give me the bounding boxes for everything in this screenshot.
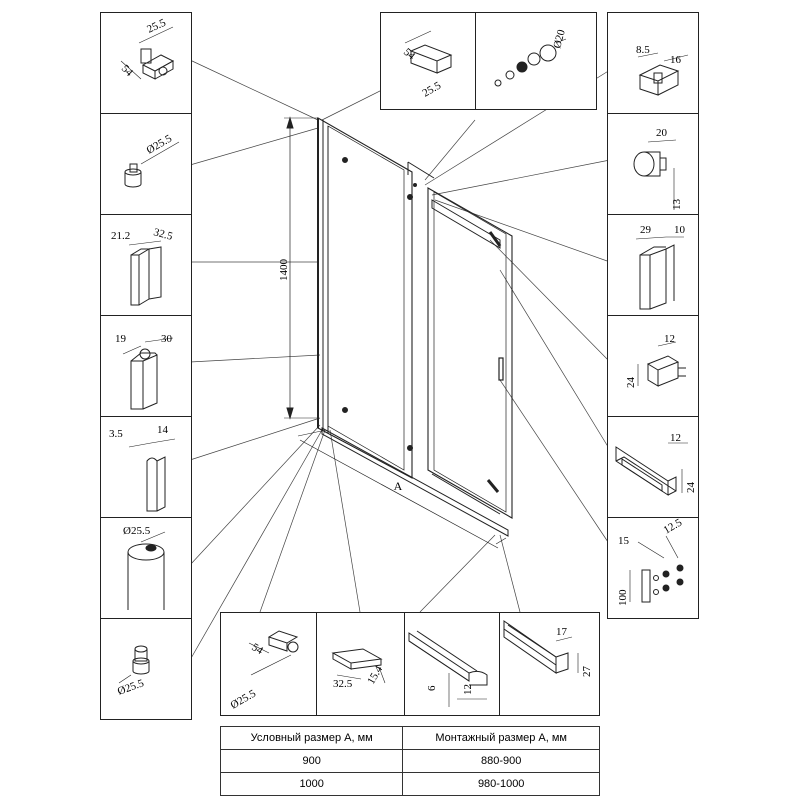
dim-label: 30 <box>161 333 173 345</box>
dim-label: 15 <box>618 535 630 547</box>
table-header: Монтажный размер А, мм <box>402 726 600 750</box>
detail-left-1: 25.5 54 <box>100 12 192 114</box>
dim-label: 12 <box>670 432 681 444</box>
dim-label: Ø25.5 <box>116 677 146 698</box>
detail-left-2: Ø25.5 <box>100 113 192 215</box>
dim-label: 20 <box>656 127 668 139</box>
detail-right-1: 8.5 16 <box>607 12 699 114</box>
detail-bottom-4: 17 27 <box>499 612 600 716</box>
dim-label: Ø20 <box>551 28 568 50</box>
detail-left-7: Ø25.5 <box>100 618 192 720</box>
table-cell: 1000 <box>219 772 404 796</box>
dim-label: 3.5 <box>109 428 123 440</box>
dim-label: 27 <box>581 666 593 678</box>
dim-label: 17 <box>556 626 568 638</box>
height-dimension-label: 1400 <box>278 259 290 282</box>
dim-label: 10 <box>674 224 686 236</box>
leader-lines <box>189 59 611 661</box>
top-guide-rail <box>431 199 501 249</box>
table-header: Условный размер А, мм <box>219 726 404 750</box>
table-cell: 980-1000 <box>402 772 600 796</box>
fixed-panel-inner <box>327 125 405 471</box>
detail-bottom-3: 6 12 <box>404 612 501 716</box>
detail-left-4: 19 30 <box>100 315 192 417</box>
dim-label: 19 <box>115 333 127 345</box>
size-table: Условный размер А, мм Монтажный размер А… <box>219 726 600 796</box>
dim-label: 6 <box>426 685 438 691</box>
table-row: 1000 980-1000 <box>219 772 600 796</box>
dim-label: 32.5 <box>333 678 353 690</box>
sliding-glass-door <box>427 187 513 519</box>
table-header-row: Условный размер А, мм Монтажный размер А… <box>219 726 600 750</box>
dim-label: 12 <box>664 333 675 345</box>
detail-top-2: Ø20 <box>475 12 597 110</box>
dim-label: 54 <box>250 641 266 657</box>
dim-label: 13 <box>671 199 683 211</box>
dim-label: 12 <box>462 684 474 695</box>
dim-label: 24 <box>685 482 697 494</box>
detail-left-6: Ø25.5 <box>100 517 192 619</box>
dim-label: 29 <box>640 224 652 236</box>
dim-label: 25.5 <box>145 16 168 35</box>
table-cell: 880-900 <box>402 749 600 773</box>
dim-label: Ø25.5 <box>123 525 151 537</box>
dim-label: 21.2 <box>111 230 130 242</box>
detail-bottom-2: 32.5 15.4 <box>316 612 406 716</box>
dim-label: 24 <box>625 377 637 389</box>
detail-right-5: 12 24 <box>607 416 699 518</box>
dim-label: 16 <box>670 54 682 66</box>
detail-top-1: 54 25.5 <box>380 12 477 110</box>
table-row: 900 880-900 <box>219 749 600 773</box>
detail-right-6: 15 12.5 100 <box>607 516 699 619</box>
fixed-glass-panel <box>317 117 413 479</box>
detail-right-3: 29 10 <box>607 214 699 316</box>
detail-right-4: 12 24 <box>607 315 699 417</box>
dim-label: 8.5 <box>636 44 650 56</box>
detail-bottom-1: 54 Ø25.5 <box>220 612 318 716</box>
dim-label: 25.5 <box>421 79 444 99</box>
detail-left-3: 21.2 32.5 <box>100 214 192 316</box>
detail-left-5: 3.5 14 <box>100 416 192 518</box>
dim-label: 14 <box>157 424 169 436</box>
dim-label: 54 <box>401 46 418 63</box>
table-cell: 900 <box>219 749 404 773</box>
dim-label: 12.5 <box>662 518 685 537</box>
bottom-guide-rail <box>321 427 509 537</box>
dim-label: 100 <box>617 589 629 606</box>
door-handle <box>498 357 504 381</box>
detail-right-2: 20 13 <box>607 113 699 215</box>
dim-label: Ø25.5 <box>229 687 259 711</box>
dim-label: 32.5 <box>152 226 174 243</box>
dim-label: 54 <box>119 63 136 80</box>
width-dimension-label: A <box>394 479 403 493</box>
